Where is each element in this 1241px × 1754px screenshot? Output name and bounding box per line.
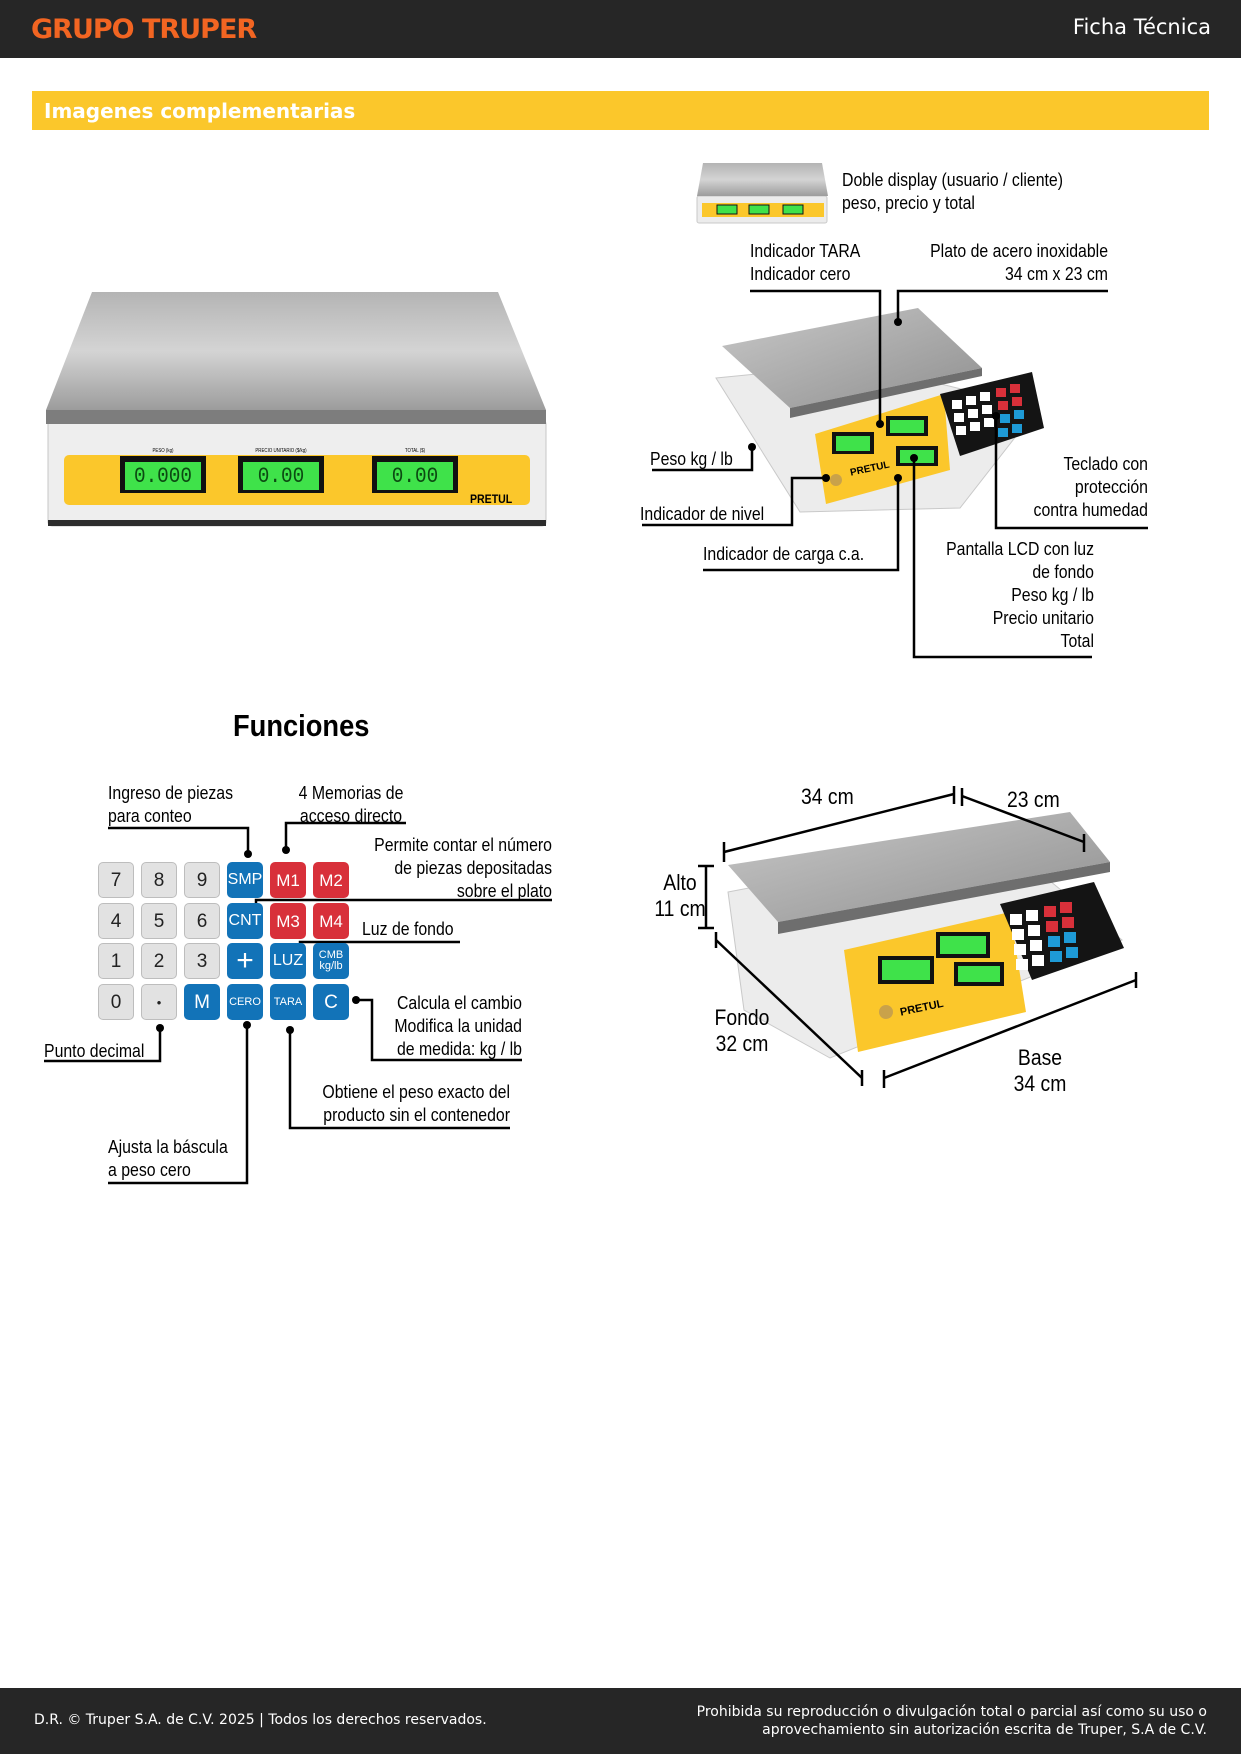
scale-brand-front: PRETUL <box>470 492 513 506</box>
weight-display-header: PESO (kg) <box>152 448 174 454</box>
key-5: 5 <box>141 903 177 939</box>
key-2: 2 <box>141 943 177 979</box>
key-m1: M1 <box>270 862 306 898</box>
callout-lines <box>642 289 1148 659</box>
callout-dots <box>748 318 1000 482</box>
key-m2: M2 <box>313 862 349 898</box>
document-type: Ficha Técnica <box>1072 15 1211 39</box>
key-decimal-point: • <box>141 984 177 1020</box>
price-display-header: PRECIO UNITARIO ($/kg) <box>255 448 307 454</box>
key-3: 3 <box>184 943 220 979</box>
callout-double-display: Doble display (usuario / cliente)peso, p… <box>842 170 1063 213</box>
key-m4: M4 <box>313 903 349 939</box>
key-6: 6 <box>184 903 220 939</box>
dimension-depth-top: 23 cm <box>1007 787 1060 812</box>
callout-carga: Indicador de carga c.a. <box>703 544 865 564</box>
callout-nivel: Indicador de nivel <box>640 504 765 524</box>
copyright-text: D.R. © Truper S.A. de C.V. 2025 | Todos … <box>34 1712 487 1728</box>
key-cero: CERO <box>227 984 263 1020</box>
page-header: GRUPO TRUPER Ficha Técnica <box>0 0 1241 58</box>
funciones-title: Funciones <box>233 708 370 743</box>
dimension-lines <box>698 786 1138 1088</box>
key-9: 9 <box>184 862 220 898</box>
legal-notice: Prohibida su reproducción o divulgación … <box>696 1704 1207 1738</box>
key-1: 1 <box>98 943 134 979</box>
key-8: 8 <box>141 862 177 898</box>
key-m3: M3 <box>270 903 306 939</box>
key-4: 4 <box>98 903 134 939</box>
total-display-value: 0.00 <box>391 464 439 489</box>
key-0: 0 <box>98 984 134 1020</box>
scale-dimensions-view <box>727 812 1124 1059</box>
label-punto-decimal: Punto decimal <box>44 1041 145 1061</box>
key-cmb-label: CMB <box>318 949 344 961</box>
weight-display-value: 0.000 <box>133 464 193 489</box>
scale-thumbnail <box>696 163 828 224</box>
dimension-width: 34 cm <box>801 784 854 809</box>
key-luz: LUZ <box>270 943 306 979</box>
callout-peso: Peso kg / lb <box>650 449 733 469</box>
key-kglb-label: kg/lb <box>319 960 343 972</box>
key-7: 7 <box>98 862 134 898</box>
key-plus: + <box>227 943 263 979</box>
label-luz: Luz de fondo <box>362 919 454 939</box>
total-display-header: TOTAL ($) <box>404 448 426 454</box>
key-cnt: CNT <box>227 903 263 939</box>
key-c: C <box>313 984 349 1020</box>
key-tara: TARA <box>270 984 306 1020</box>
page-footer: D.R. © Truper S.A. de C.V. 2025 | Todos … <box>0 1688 1241 1754</box>
key-m: M <box>184 984 220 1020</box>
key-cmb: CMB kg/lb <box>313 943 349 979</box>
section-header: Imagenes complementarias <box>32 91 1209 130</box>
price-display-value: 0.00 <box>257 464 305 489</box>
scale-front-view <box>46 292 547 527</box>
key-smp: SMP <box>227 862 263 898</box>
scale-perspective-annotated <box>715 308 1044 513</box>
brand-logo: GRUPO TRUPER <box>31 14 257 45</box>
section-title: Imagenes complementarias <box>44 99 356 123</box>
